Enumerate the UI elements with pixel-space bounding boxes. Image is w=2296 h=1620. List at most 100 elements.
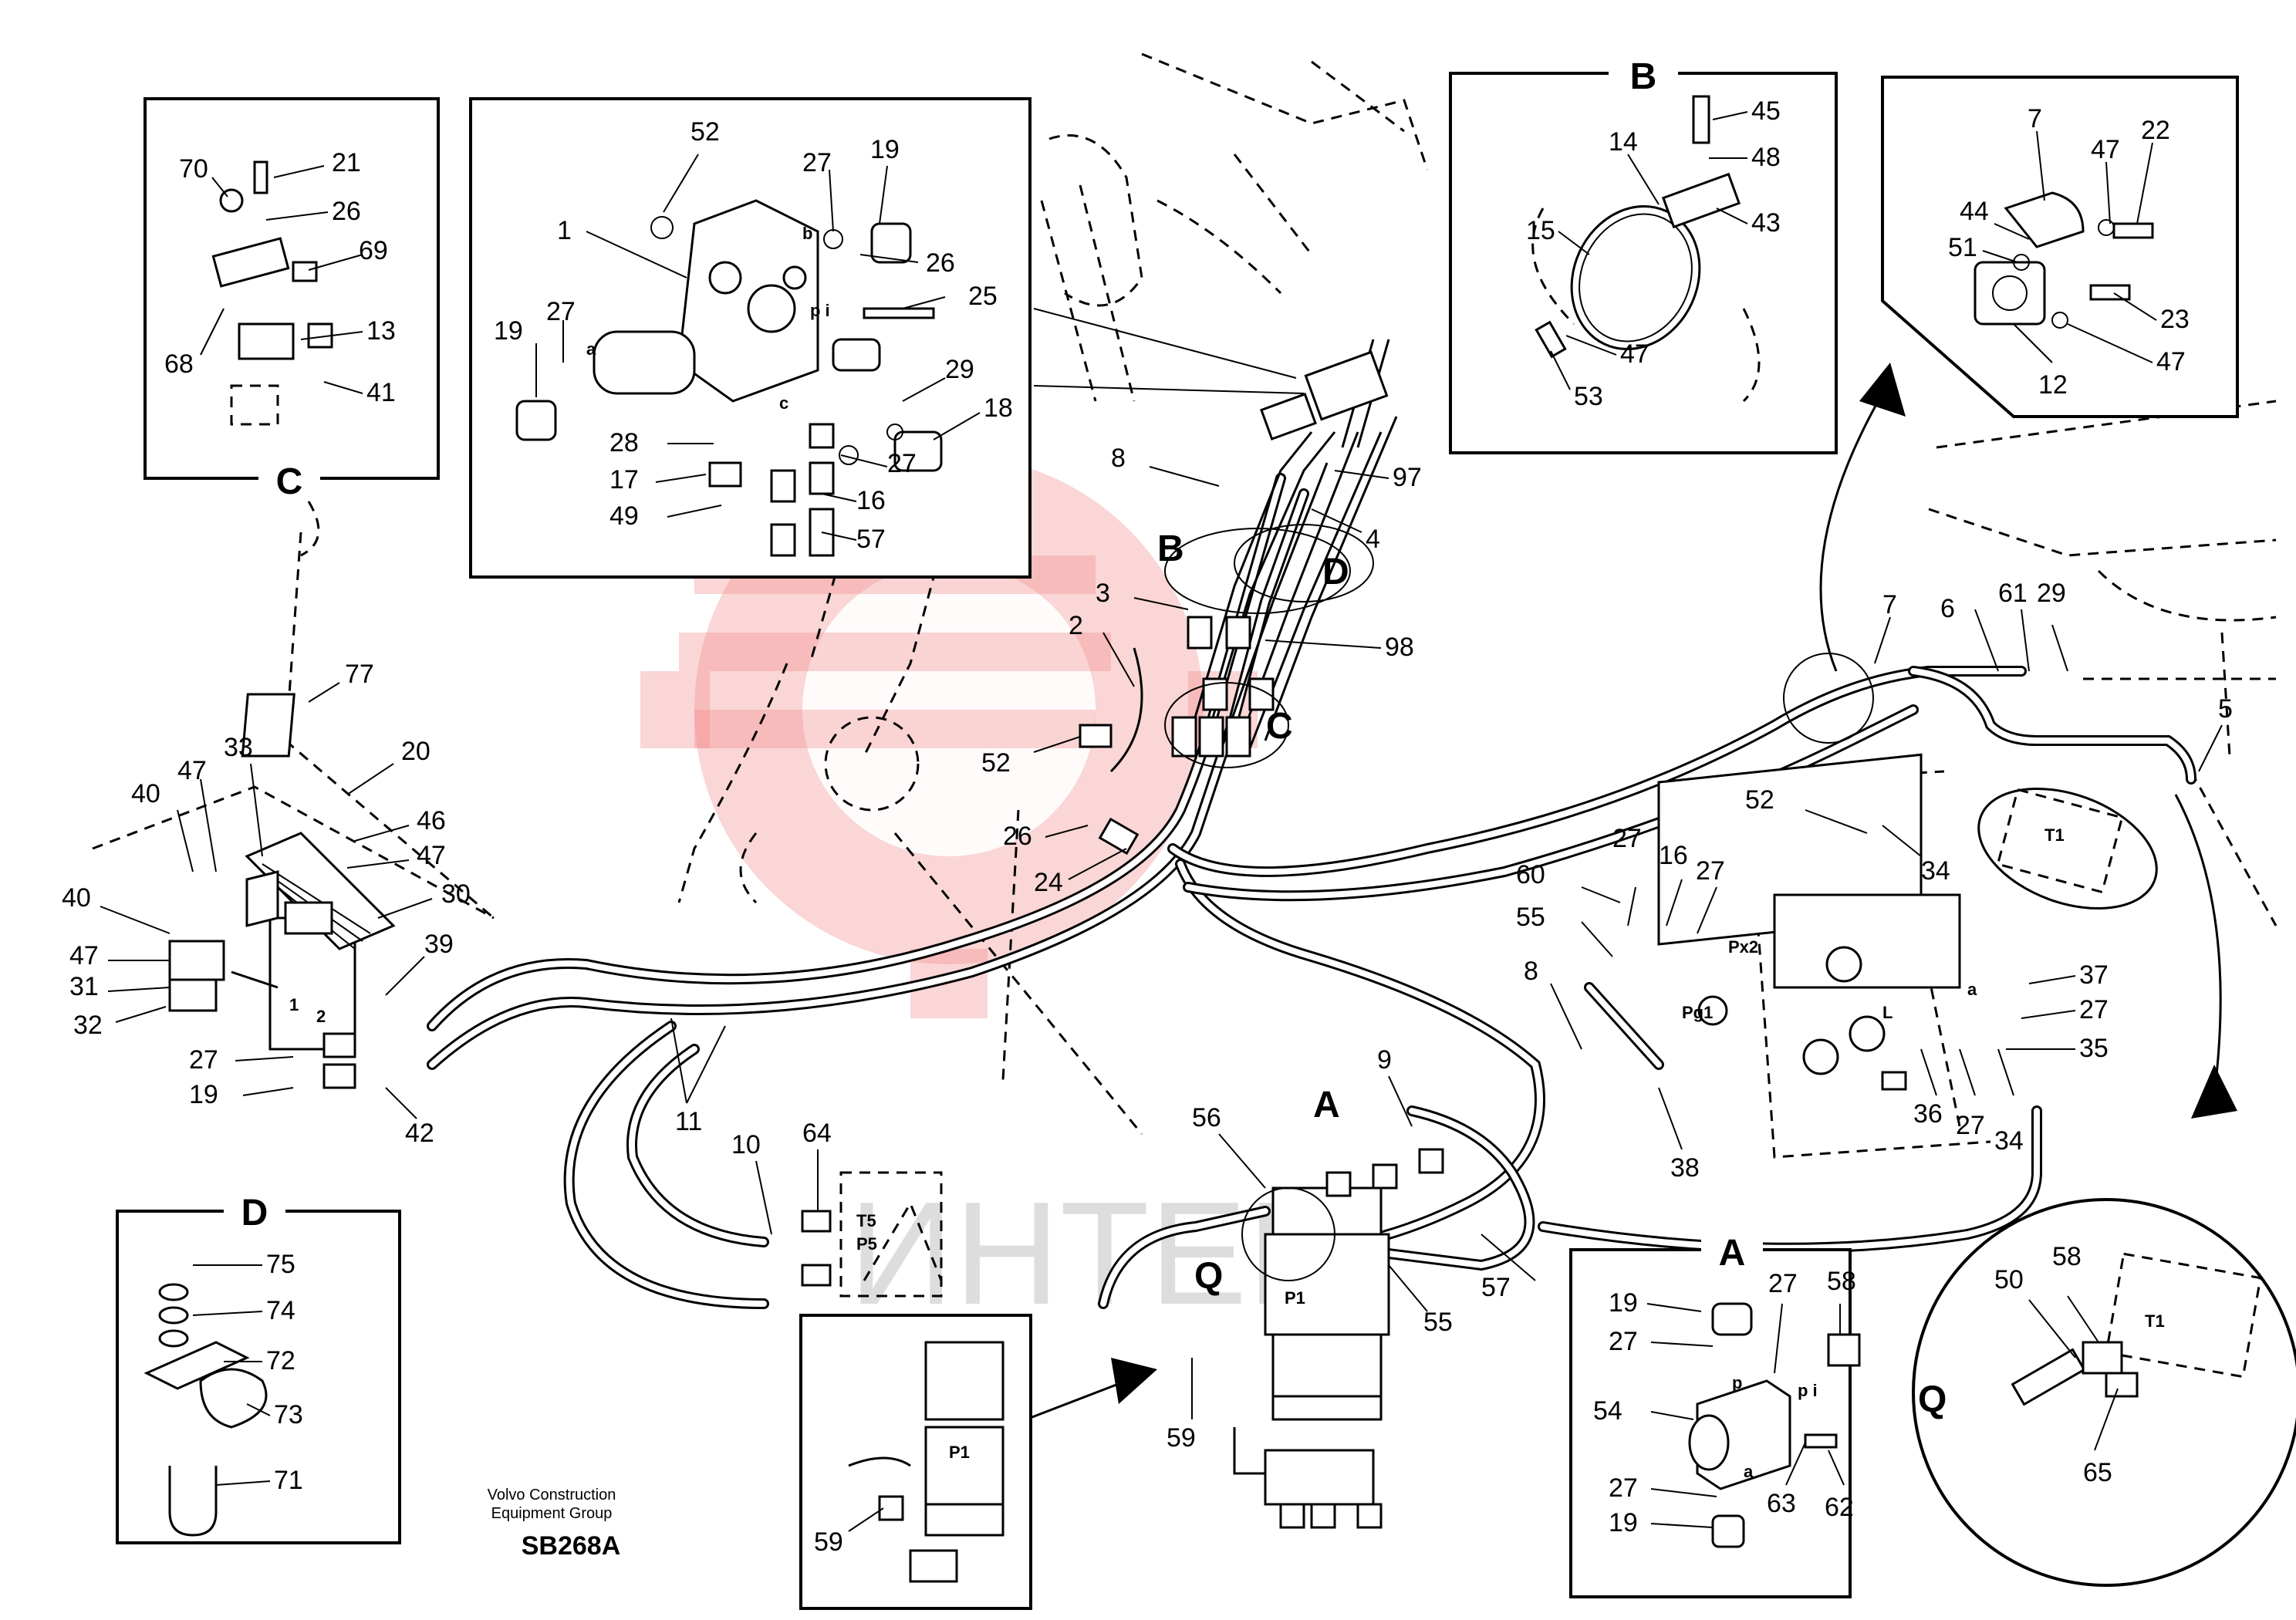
part-8-b: 8 <box>1524 957 1538 986</box>
solenoid-valve-stack: P1 <box>1233 1148 1444 1529</box>
part-27: 27 <box>802 148 832 177</box>
part-18: 18 <box>984 393 1013 423</box>
part-29: 29 <box>945 355 974 384</box>
detail-box-p1: P1 <box>799 1314 1032 1610</box>
port-l: L <box>1882 1003 1893 1022</box>
part-9: 9 <box>1377 1045 1392 1075</box>
detail-box-a: A p p i a <box>1569 1233 1861 1598</box>
part-41: 41 <box>366 378 396 407</box>
part-62: 62 <box>1825 1493 1854 1522</box>
part-26-b: 26 <box>926 248 955 278</box>
part-52-c: 52 <box>1745 785 1774 815</box>
part-58-b: 58 <box>2052 1242 2082 1271</box>
callout-q-detail: Q <box>1918 1379 1947 1420</box>
part-33: 33 <box>224 733 253 762</box>
part-75: 75 <box>266 1250 295 1279</box>
part-27-e: 27 <box>1696 856 1725 886</box>
part-55: 55 <box>1516 903 1545 932</box>
part-42: 42 <box>405 1119 434 1148</box>
part-55-b: 55 <box>1423 1308 1453 1337</box>
part-63: 63 <box>1767 1489 1796 1518</box>
part-40-b: 40 <box>62 883 91 913</box>
port-p1: P1 <box>1285 1288 1305 1308</box>
part-68: 68 <box>164 349 194 379</box>
part-11: 11 <box>675 1107 702 1136</box>
detail-circle-t1: T1 <box>1912 1198 2296 1587</box>
part-26-c: 26 <box>1003 822 1032 851</box>
part-50: 50 <box>1994 1265 2024 1294</box>
detail-box-d: D <box>116 1193 401 1544</box>
pedal-mark-1: 1 <box>289 995 299 1014</box>
part-45: 45 <box>1751 96 1781 126</box>
detail-box-b: B <box>1449 56 1838 454</box>
part-57-b: 57 <box>1481 1273 1511 1302</box>
part-47-e: 47 <box>417 841 446 870</box>
footer-company-line1: Volvo Construction <box>488 1487 616 1504</box>
detail-box-c: C <box>144 97 440 502</box>
part-52-b: 52 <box>981 748 1011 778</box>
port-t1-circle: T1 <box>2145 1311 2165 1331</box>
callout-c: C <box>1266 706 1293 747</box>
part-54: 54 <box>1593 1396 1622 1426</box>
footer: Volvo Construction Equipment Group SB268… <box>488 1487 621 1561</box>
part-24: 24 <box>1034 868 1063 897</box>
part-32: 32 <box>73 1011 103 1040</box>
part-15: 15 <box>1526 216 1555 245</box>
part-27-c: 27 <box>887 449 917 478</box>
part-43: 43 <box>1751 208 1781 238</box>
part-47: 47 <box>1620 339 1649 369</box>
part-21: 21 <box>332 148 361 177</box>
part-65: 65 <box>2083 1458 2112 1487</box>
part-22: 22 <box>2141 116 2170 145</box>
detail-arrows <box>300 308 2237 1421</box>
part-71: 71 <box>274 1466 303 1495</box>
part-73: 73 <box>274 1400 303 1429</box>
part-98: 98 <box>1385 633 1414 662</box>
part-27-k: 27 <box>1609 1473 1638 1503</box>
part-40: 40 <box>131 779 160 808</box>
part-47-d: 47 <box>177 756 207 785</box>
port-block-t5-p5: T5 P5 <box>801 1171 943 1298</box>
part-48: 48 <box>1751 143 1781 172</box>
part-26: 26 <box>332 197 361 226</box>
part-52: 52 <box>690 117 720 147</box>
part-27-b: 27 <box>546 297 576 326</box>
part-56: 56 <box>1192 1103 1221 1132</box>
port-a-a: a <box>1744 1462 1754 1481</box>
part-27-d: 27 <box>1612 824 1642 853</box>
part-58: 58 <box>1827 1267 1856 1296</box>
part-69: 69 <box>359 236 388 265</box>
detail-c-title: C <box>276 461 303 502</box>
part-47-c: 47 <box>2156 347 2186 376</box>
part-59: 59 <box>1167 1423 1196 1453</box>
callout-b: B <box>1157 528 1184 569</box>
part-3: 3 <box>1096 579 1110 608</box>
port-px2: Px2 <box>1728 937 1758 957</box>
part-7: 7 <box>2028 104 2042 133</box>
port-t1: T1 <box>2044 825 2065 845</box>
control-valve: Px2 Pg1 a L <box>1657 753 1977 1091</box>
part-19-c: 19 <box>189 1080 218 1109</box>
part-27-f: 27 <box>2079 995 2109 1024</box>
part-1: 1 <box>557 216 572 245</box>
part-38: 38 <box>1670 1153 1700 1183</box>
pedal-assembly: 1 2 <box>92 532 495 1089</box>
detail-box-pilot-valve: a b p i c <box>469 97 1032 579</box>
part-57: 57 <box>856 525 886 554</box>
part-14: 14 <box>1609 127 1638 157</box>
port-p1-inset: P1 <box>949 1443 970 1462</box>
port-b: b <box>802 224 812 243</box>
part-46: 46 <box>417 806 446 835</box>
part-19: 19 <box>870 135 900 164</box>
pedal-mark-2: 2 <box>316 1007 326 1026</box>
part-47-b: 47 <box>2091 135 2120 164</box>
part-labels: 70 21 26 69 68 13 41 52 27 19 1 26 25 19… <box>62 96 2233 1557</box>
part-31: 31 <box>69 972 99 1001</box>
port-t5: T5 <box>856 1211 876 1230</box>
detail-a-title: A <box>1719 1233 1746 1274</box>
port-pg1: Pg1 <box>1682 1003 1713 1022</box>
part-27-i: 27 <box>1609 1327 1638 1356</box>
part-19-e: 19 <box>1609 1508 1638 1537</box>
port-p: p <box>1732 1373 1742 1392</box>
